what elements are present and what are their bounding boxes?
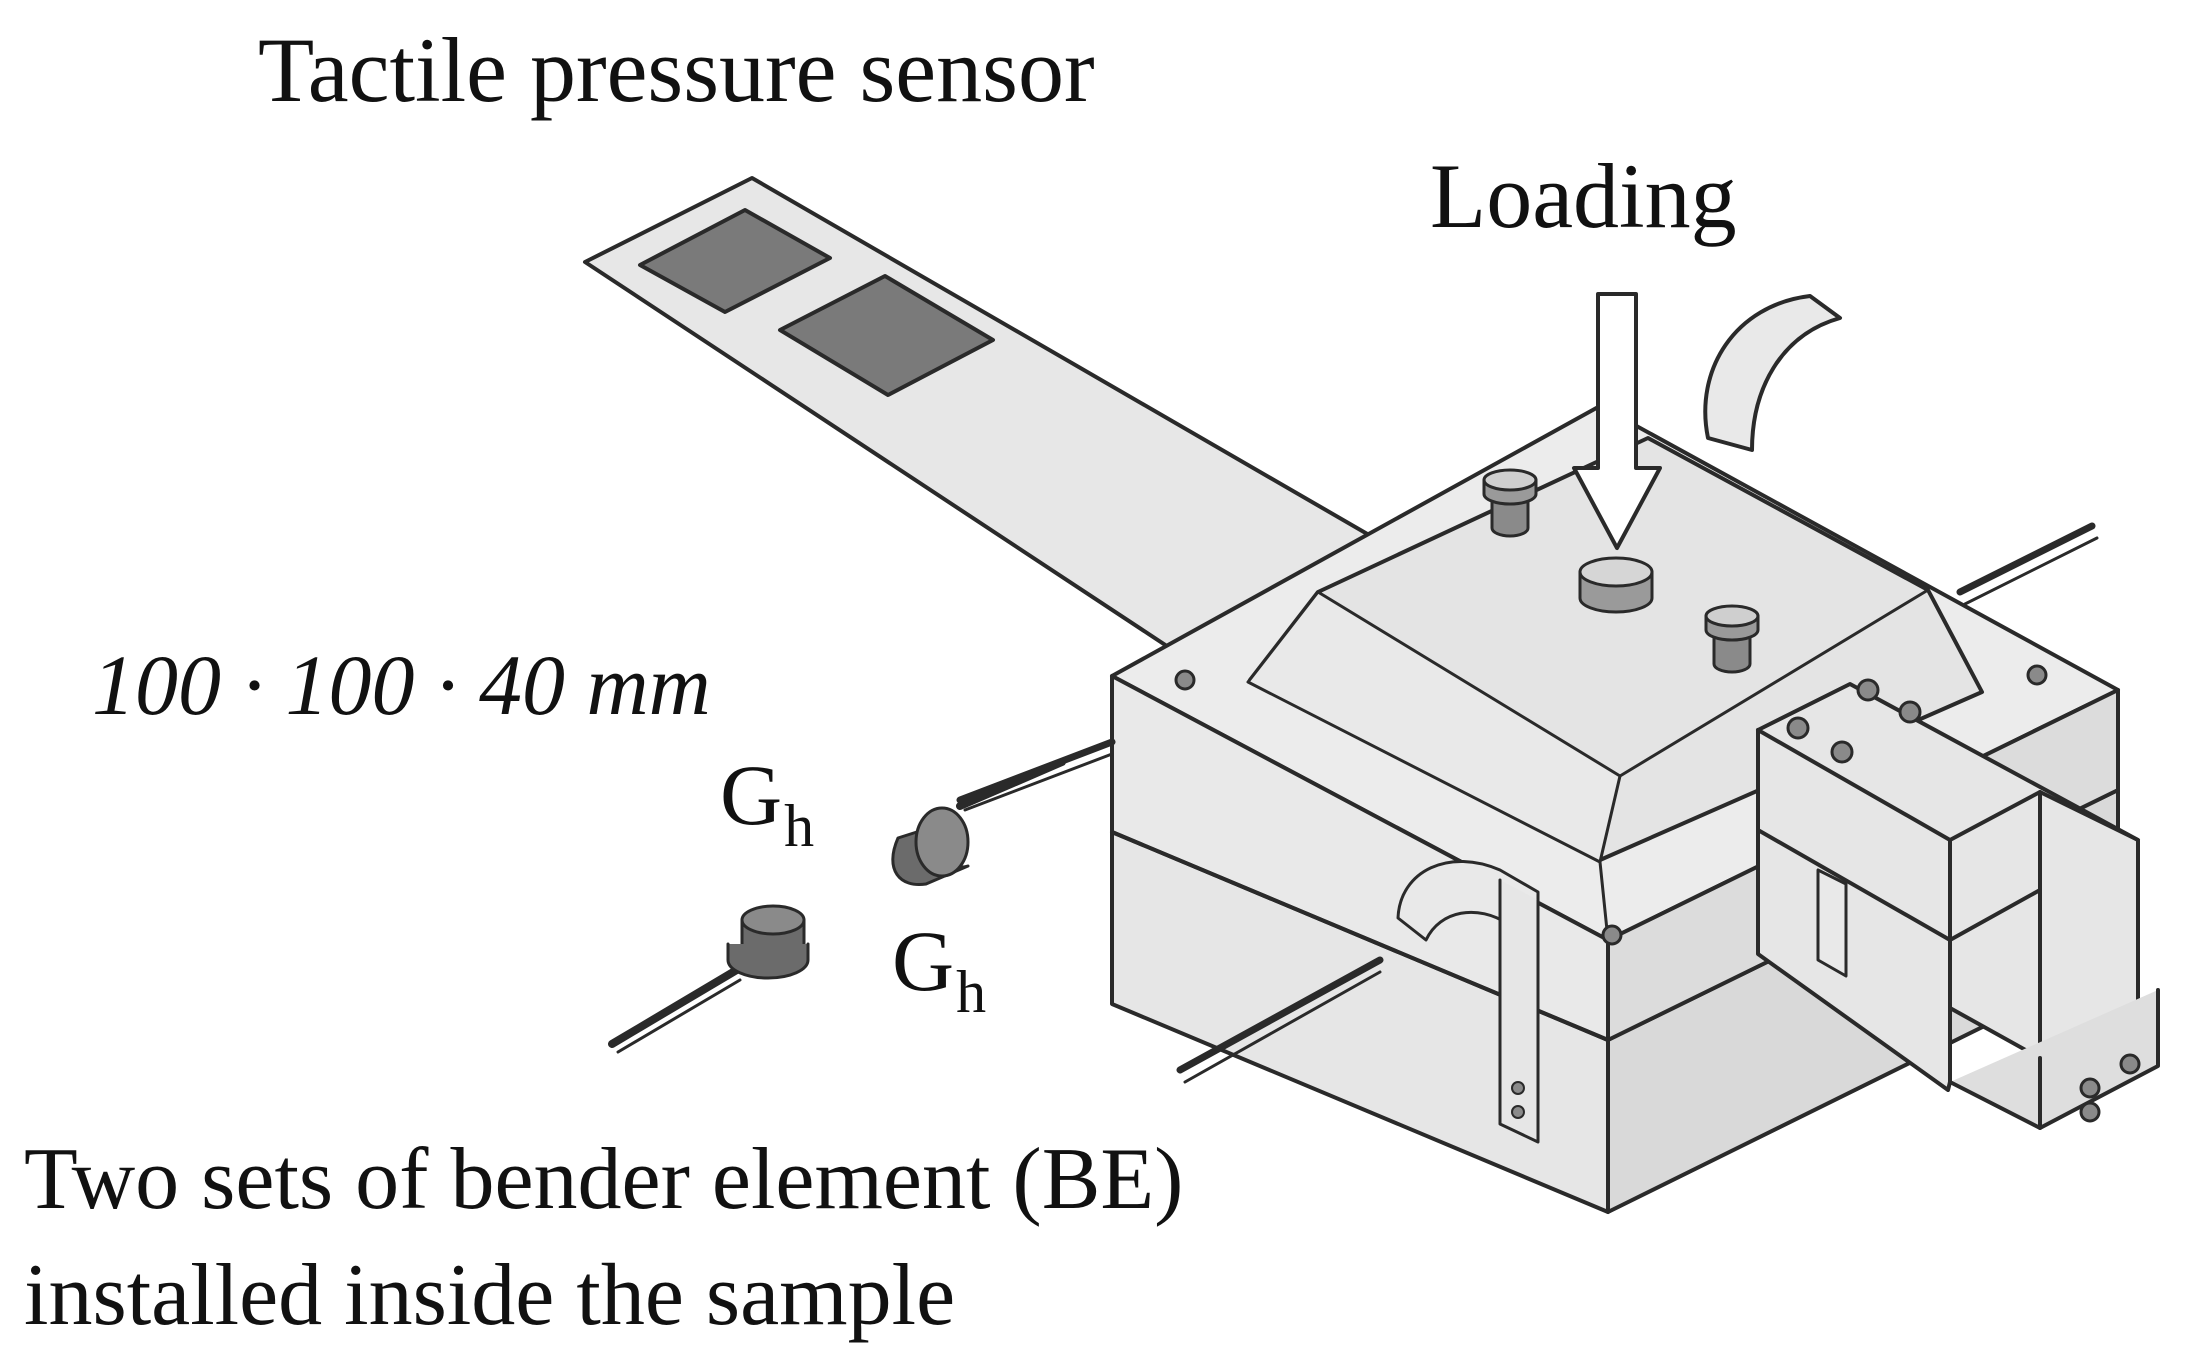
bender-element-2 [608,904,810,1054]
bender-element-1 [891,758,1066,887]
label-bender-line1: Two sets of bender element (BE) [24,1131,1184,1228]
label-gh-upper: Gh [720,752,814,856]
bolt-left [1482,468,1538,538]
label-bender-elements: Two sets of bender element (BE) installe… [24,1122,1364,1354]
bracket-post [1816,868,1848,978]
label-dimensions: 100 · 100 · 40 mm [92,637,711,733]
rear-rod-right [1956,522,2099,606]
corner-holes [1174,664,2048,946]
label-gh-upper-main: G [720,747,783,843]
sensor-pad-1 [638,208,832,314]
load-piston [1578,556,1654,614]
label-loading: Loading [1430,145,1737,247]
tactile-sensor-strip [583,176,1397,660]
loading-arrow [1572,292,1662,550]
front-cable [1396,860,1540,1144]
top-cable [1703,294,1842,452]
side-bracket [1756,678,2160,1130]
label-gh-lower-sub: h [956,959,987,1025]
label-gh-lower-main: G [892,913,955,1009]
sensor-pad-2 [778,274,995,397]
bolt-right [1704,604,1760,674]
label-bender-line2: installed inside the sample [24,1247,956,1344]
label-gh-upper-sub: h [784,793,815,859]
label-gh-lower: Gh [892,918,986,1022]
label-tactile-sensor: Tactile pressure sensor [258,19,1095,121]
